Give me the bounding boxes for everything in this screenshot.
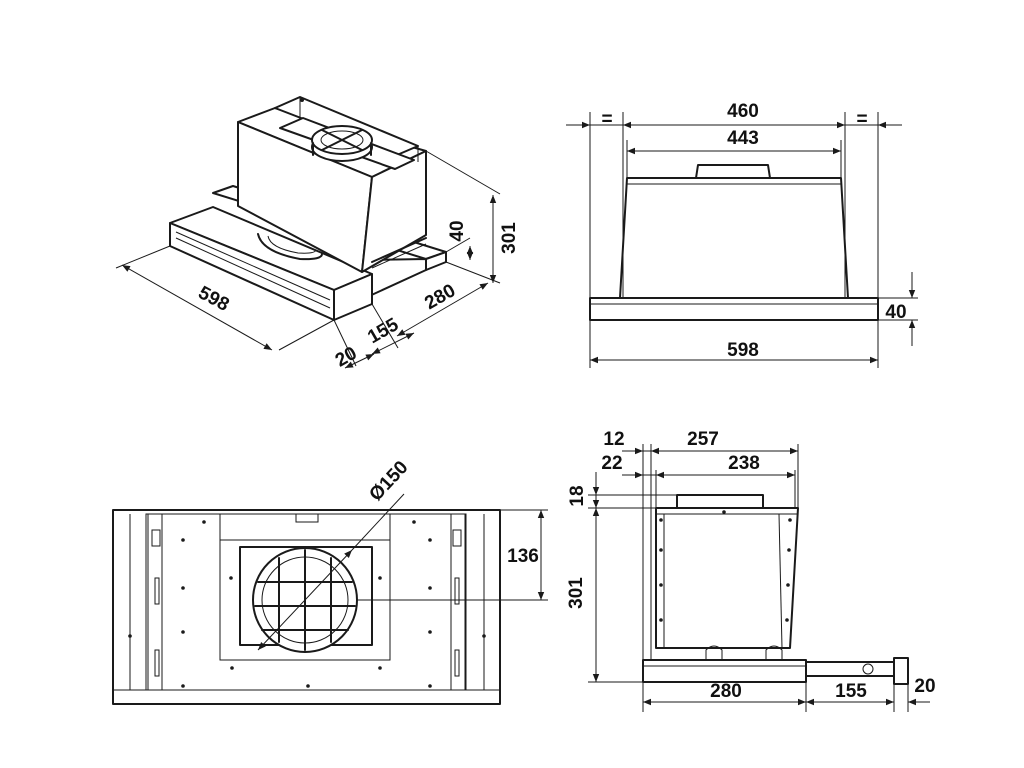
side-view: 257 12 238 22 18 301 280 155 20 <box>566 429 936 712</box>
front-width-label: 598 <box>727 340 759 361</box>
side-h18-label: 18 <box>567 485 588 506</box>
side-extension-label: 155 <box>835 681 867 702</box>
front-inner-width-label: 443 <box>727 128 759 149</box>
side-w238-label: 238 <box>728 453 760 474</box>
side-height-label: 301 <box>566 577 587 609</box>
iso-depth-label: 280 <box>421 280 459 314</box>
front-outer-spacing-label: 460 <box>727 101 759 122</box>
iso-height-label: 301 <box>499 222 520 254</box>
front-equal-right-label: = <box>856 109 867 130</box>
side-front-label: 20 <box>914 676 935 697</box>
iso-front-label: 20 <box>332 343 361 372</box>
side-w12-label: 12 <box>603 429 624 450</box>
isometric-view: 598 301 40 280 155 20 <box>115 96 520 372</box>
duct-diameter-label: Ø150 <box>365 457 412 505</box>
side-depth-label: 280 <box>710 681 742 702</box>
duct-offset-label: 136 <box>507 546 539 567</box>
iso-width-label: 598 <box>195 282 233 315</box>
bottom-view: Ø150 136 <box>112 457 548 705</box>
side-w257-label: 257 <box>687 429 719 450</box>
iso-extension-label: 155 <box>364 314 402 348</box>
front-view: 460 443 = = 598 40 <box>566 101 918 368</box>
front-equal-left-label: = <box>601 109 612 130</box>
front-panel-label: 40 <box>885 302 906 323</box>
side-w22-label: 22 <box>601 453 622 474</box>
iso-panel-label: 40 <box>447 220 468 241</box>
